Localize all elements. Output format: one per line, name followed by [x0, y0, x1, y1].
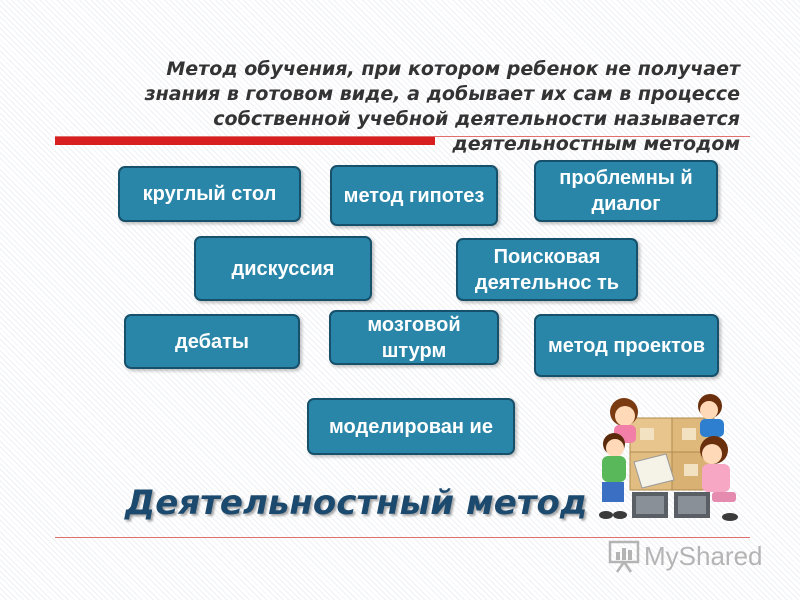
method-label: моделирован ие [329, 415, 493, 438]
method-label: дискуссия [231, 257, 335, 280]
footer-title: Деятельностный метод [125, 483, 588, 523]
method-label: мозговой штурм [367, 313, 461, 362]
divider-line-top [55, 136, 750, 137]
method-discussion: дискуссия [194, 236, 372, 301]
method-modeling: моделирован ие [307, 398, 515, 455]
method-round-table: круглый стол [118, 166, 301, 222]
watermark-text: MyShared [644, 540, 763, 571]
projector-screen-icon [608, 540, 640, 573]
accent-bar [55, 137, 435, 145]
method-label: метод проектов [547, 334, 706, 357]
method-label: проблемны й диалог [559, 167, 693, 215]
divider-line-bottom [55, 537, 750, 538]
method-label: круглый стол [142, 183, 277, 205]
method-debates: дебаты [124, 314, 300, 369]
method-search-activity: Поисковая деятельнос ть [456, 238, 638, 301]
method-problem-dialogue: проблемны й диалог [534, 160, 718, 222]
method-label: дебаты [175, 330, 249, 353]
method-label: Поисковая деятельнос ть [474, 245, 620, 294]
method-brainstorm: мозговой штурм [329, 310, 499, 365]
method-projects: метод проектов [534, 314, 719, 377]
intro-text: Метод обучения, при котором ребенок не п… [144, 58, 740, 155]
children-with-boxes-illustration [592, 392, 752, 527]
method-label: метод гипотез [343, 184, 485, 207]
watermark: MyShared [608, 538, 763, 574]
method-hypotheses: метод гипотез [330, 165, 498, 226]
